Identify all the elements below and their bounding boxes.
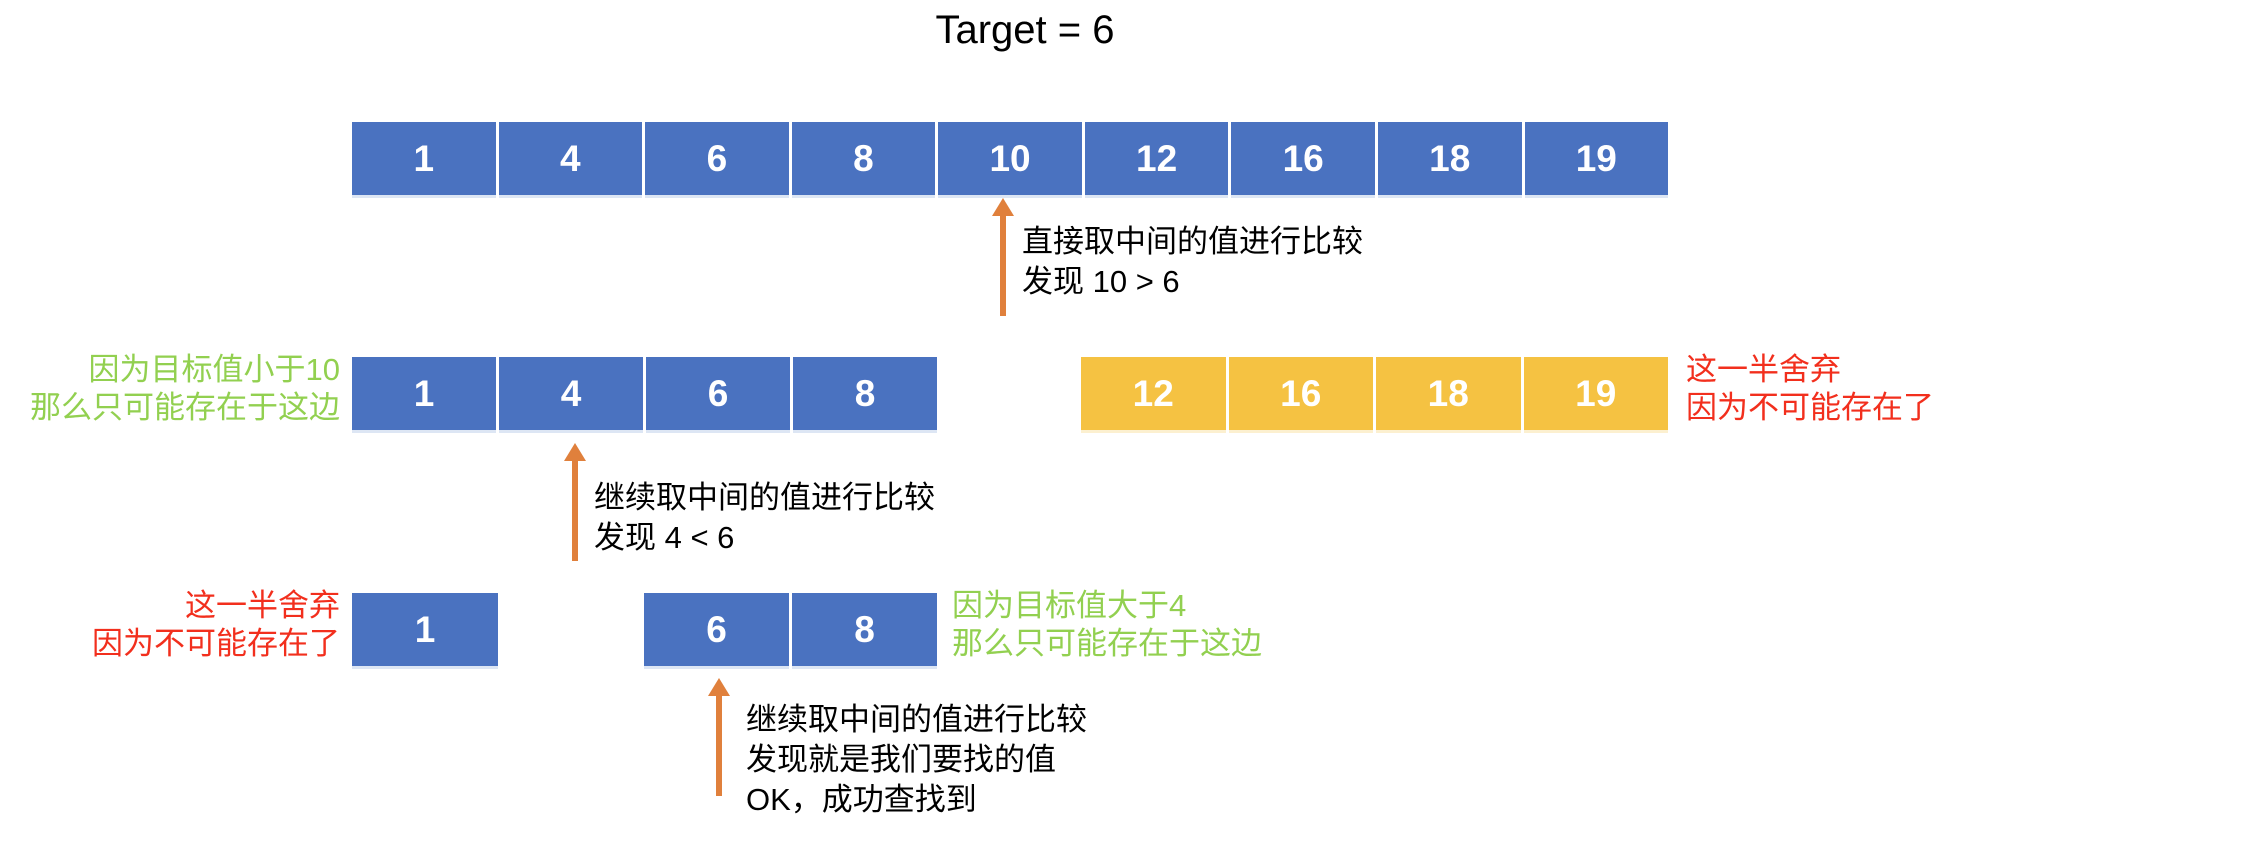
array-cell: 16 [1231, 122, 1375, 195]
arrow-shaft [1000, 216, 1006, 316]
step3-note-line1: 继续取中间的值进行比较 [746, 702, 1087, 737]
array-cell-middle: 10 [938, 122, 1082, 195]
array-row-discarded-cell: 1 [352, 593, 498, 666]
arrow-up-icon [564, 443, 586, 561]
step3-keep-label: 因为目标值大于4 那么只可能存在于这边 [952, 587, 1262, 663]
arrow-up-icon [708, 678, 730, 796]
step3-discard-label-line2: 因为不可能存在了 [92, 626, 340, 661]
step2-note: 继续取中间的值进行比较 发现 4 < 6 [594, 478, 935, 558]
step1-note-line2: 发现 10 > 6 [1022, 264, 1180, 299]
array-cell: 19 [1523, 357, 1668, 430]
step3-note: 继续取中间的值进行比较 发现就是我们要找的值 OK，成功查找到 [746, 700, 1087, 820]
step3-note-line3: OK，成功查找到 [746, 782, 977, 817]
arrow-shaft [716, 696, 722, 796]
step3-discard-label-line1: 这一半舍弃 [185, 588, 340, 623]
step2-note-line2: 发现 4 < 6 [594, 520, 735, 555]
arrow-head [992, 198, 1014, 216]
array-cell: 1 [352, 593, 498, 666]
array-cell: 18 [1376, 357, 1521, 430]
array-cell-middle: 4 [499, 357, 643, 430]
array-cell: 6 [645, 122, 789, 195]
array-cell: 19 [1524, 122, 1669, 195]
diagram-title: Target = 6 [935, 8, 1115, 52]
step3-note-line2: 发现就是我们要找的值 [746, 742, 1056, 777]
step3-keep-label-line1: 因为目标值大于4 [952, 588, 1187, 623]
array-row-full: 1 4 6 8 10 12 16 18 19 [352, 122, 1669, 195]
array-cell: 1 [352, 122, 496, 195]
step2-discard-label: 这一半舍弃 因为不可能存在了 [1686, 351, 1934, 427]
array-row-discarded-half: 12 16 18 19 [1081, 357, 1668, 430]
array-cell: 8 [791, 122, 936, 195]
arrow-head [708, 678, 730, 696]
array-cell: 16 [1228, 357, 1373, 430]
array-cell: 6 [646, 357, 790, 430]
array-cell: 1 [352, 357, 496, 430]
array-cell: 8 [792, 593, 937, 666]
arrow-head [564, 443, 586, 461]
step3-keep-label-line2: 那么只可能存在于这边 [952, 626, 1262, 661]
step2-keep-label-line1: 因为目标值小于10 [88, 352, 340, 387]
array-cell: 18 [1377, 122, 1522, 195]
step2-keep-label: 因为目标值小于10 那么只可能存在于这边 [0, 351, 340, 427]
step3-discard-label: 这一半舍弃 因为不可能存在了 [20, 587, 340, 663]
array-cell-middle: 6 [644, 593, 789, 666]
arrow-up-icon [992, 198, 1014, 316]
array-row-kept-half: 1 4 6 8 [352, 357, 937, 430]
array-cell: 12 [1081, 357, 1226, 430]
array-row-kept-cells: 6 8 [644, 593, 937, 666]
arrow-shaft [572, 461, 578, 561]
step1-note-line1: 直接取中间的值进行比较 [1022, 224, 1363, 259]
step2-discard-label-line2: 因为不可能存在了 [1686, 390, 1934, 425]
step2-note-line1: 继续取中间的值进行比较 [594, 480, 935, 515]
step2-discard-label-line1: 这一半舍弃 [1686, 352, 1841, 387]
step2-keep-label-line2: 那么只可能存在于这边 [30, 390, 340, 425]
array-cell: 4 [498, 122, 643, 195]
step1-note: 直接取中间的值进行比较 发现 10 > 6 [1022, 222, 1363, 302]
array-cell: 8 [793, 357, 937, 430]
array-cell: 12 [1084, 122, 1229, 195]
